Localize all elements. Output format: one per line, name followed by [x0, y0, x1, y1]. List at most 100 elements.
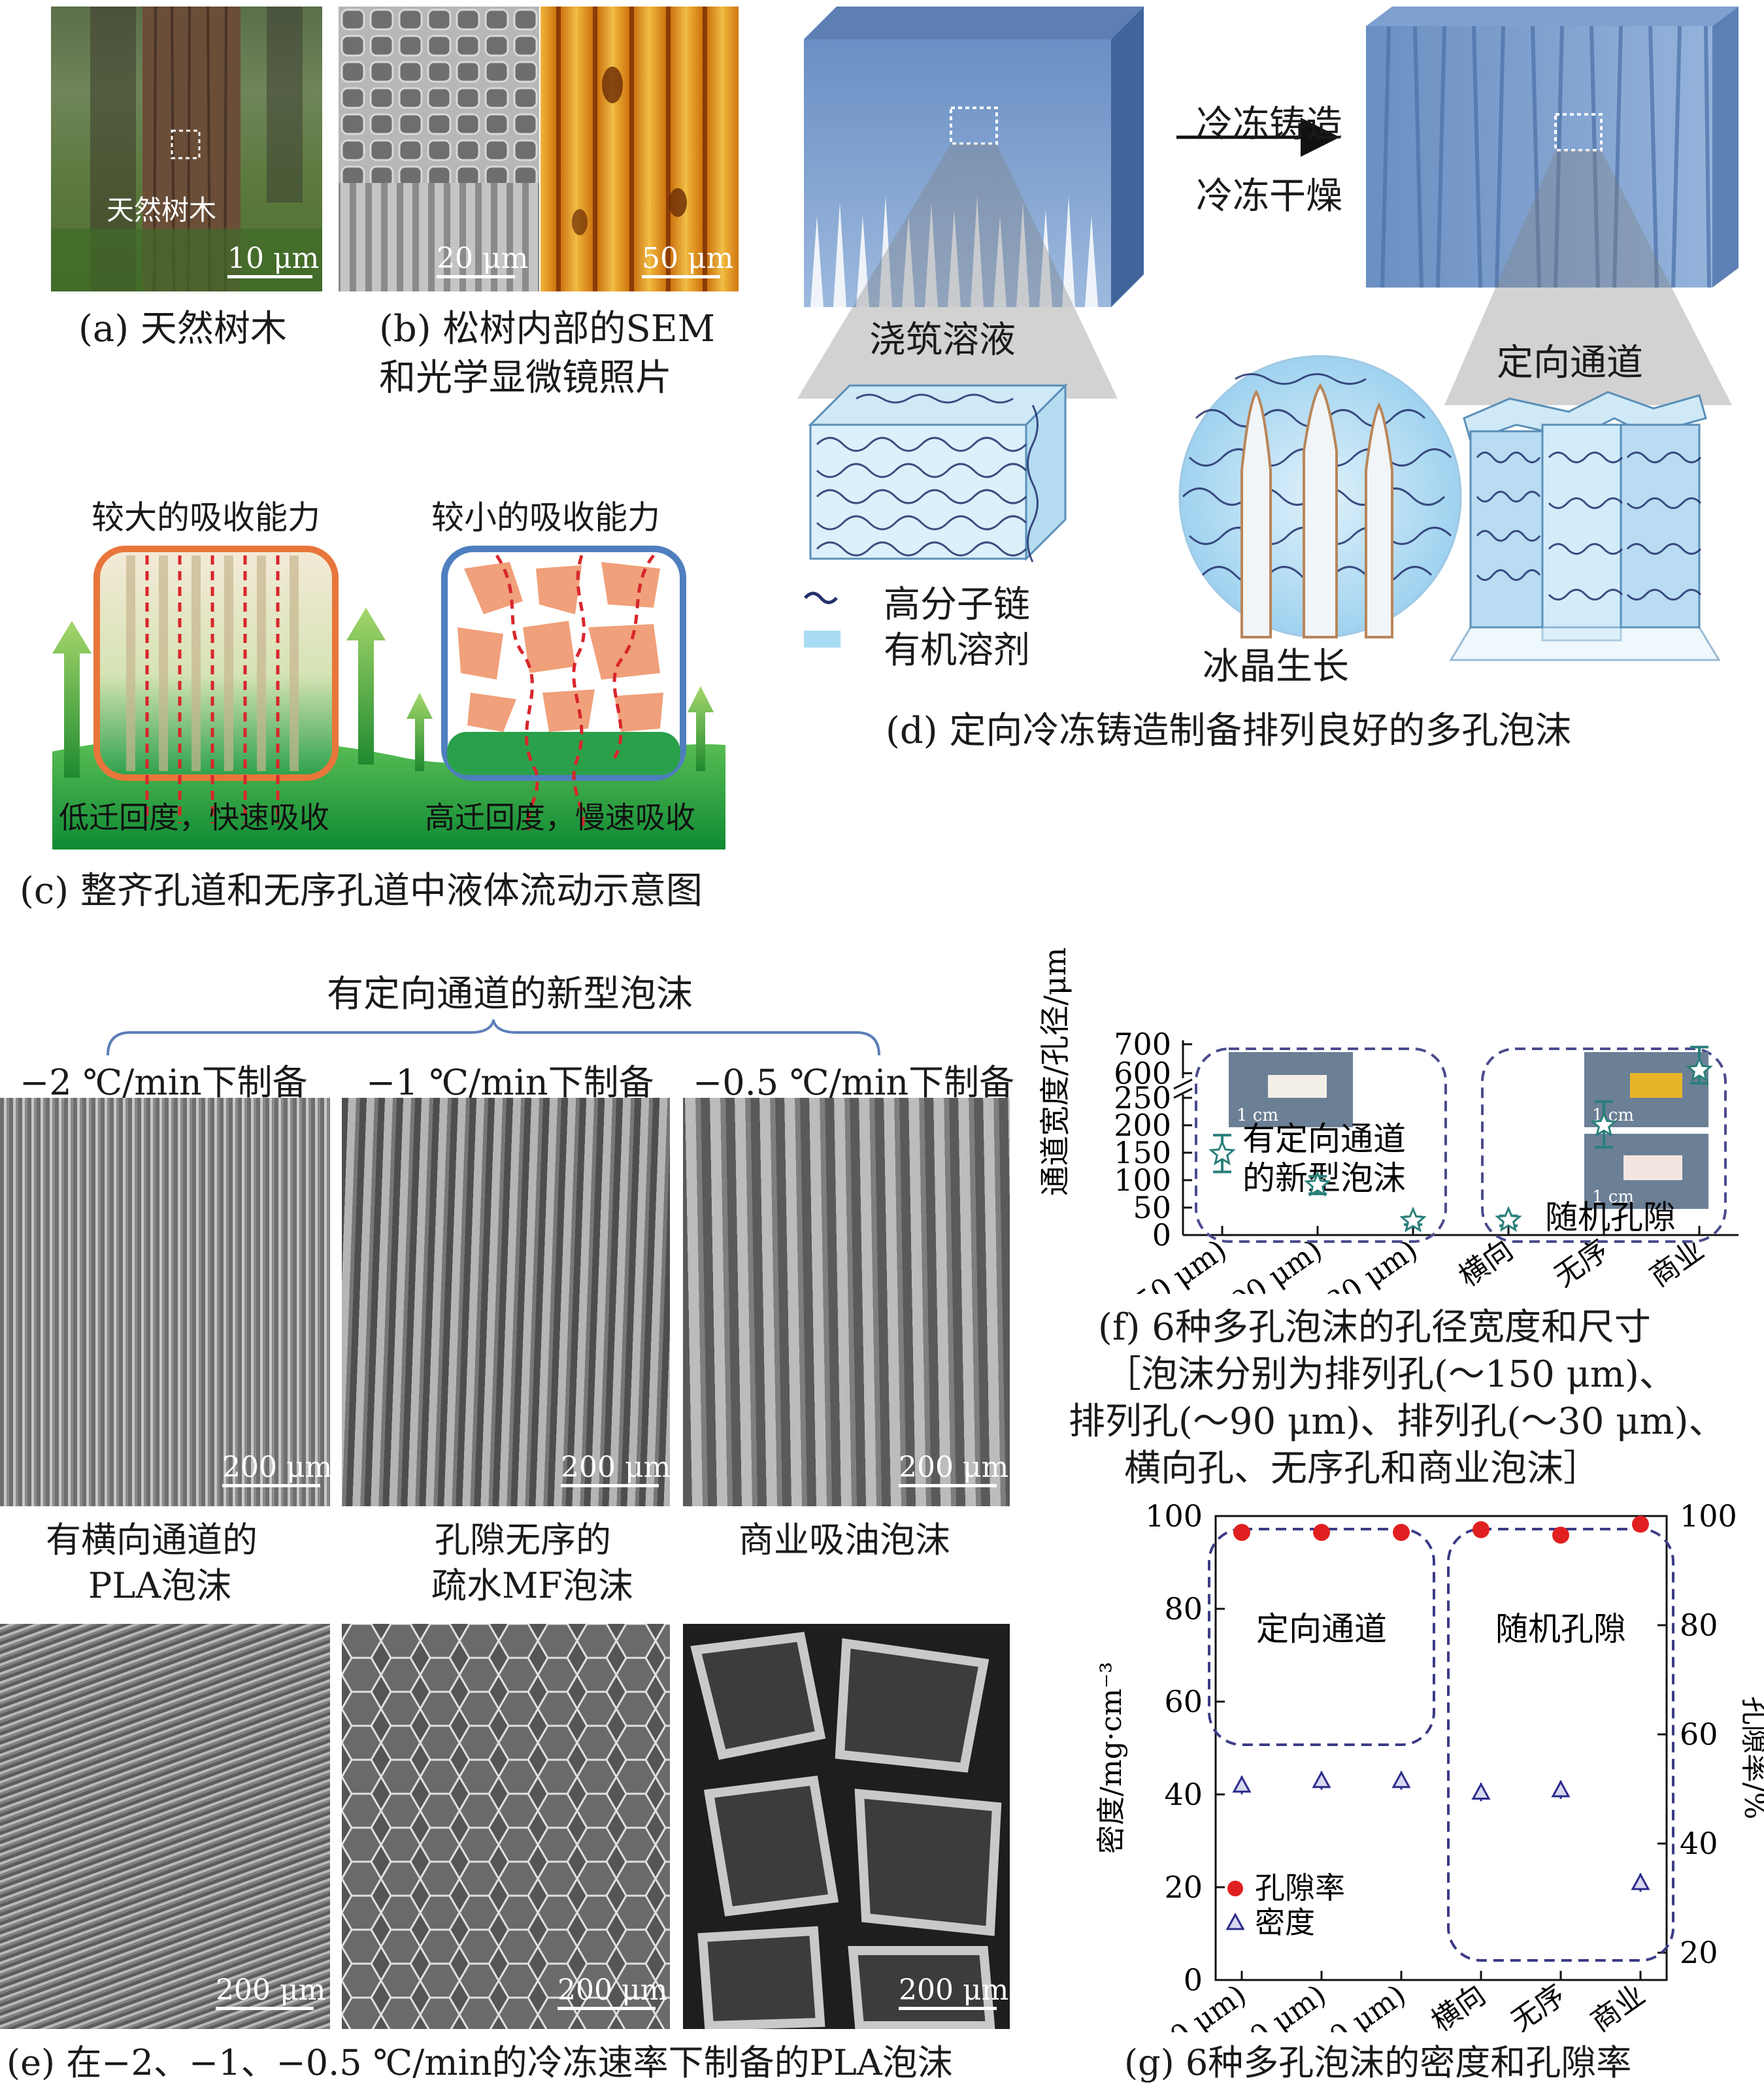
y-left-tick-label: 60: [1164, 1684, 1203, 1719]
optical-photo: 50 μm: [541, 7, 739, 291]
freeze-casting-diagram: [797, 7, 1739, 661]
sem-rate-2-scale: 200 μm: [561, 1451, 670, 1490]
legend-density-marker: [1225, 1912, 1245, 1930]
y-left-tick-label: 40: [1164, 1777, 1203, 1812]
sem-rate-3-scale-text: 200 μm: [899, 1451, 1009, 1484]
scale-bar: 10 μm: [227, 242, 319, 281]
y-left-axis-label: 密度/mg·cm⁻³: [1095, 1662, 1128, 1854]
box-right: [1447, 1528, 1674, 1962]
tree-label: 天然树木: [107, 194, 217, 226]
sem-rate-3-scale: 200 μm: [899, 1451, 1008, 1490]
caption-d: (d) 定向冷冻铸造制备排列良好的多孔泡沫: [886, 710, 1572, 752]
inset-sample-yellow: [1630, 1073, 1682, 1098]
axis-break-2: [1173, 1078, 1193, 1090]
mid-label-1b: PLA泡沫: [88, 1565, 232, 1606]
flow-diagram: [52, 546, 725, 850]
x-tick-label: 定向(～150 μm): [1035, 1233, 1233, 1294]
plot-frame: [1214, 1515, 1668, 1981]
y-axis-label: 通道宽度/孔径/μm: [1037, 948, 1073, 1196]
caption-b-line1: (b) 松树内部的SEM: [379, 308, 715, 350]
legend-polymer: 高分子链: [884, 584, 1030, 626]
box-right-label: 随机孔隙: [1545, 1198, 1676, 1236]
sem-rate-2-scale-text: 200 μm: [561, 1451, 670, 1484]
ice-label: 冰晶生长: [1203, 646, 1349, 688]
sem-scale-text: 20 μm: [437, 242, 529, 275]
y-tick-label: 0: [1152, 1217, 1171, 1253]
sem-rate-3: 200 μm: [683, 1098, 1010, 1506]
process-label-2: 冷冻干燥: [1196, 175, 1342, 218]
y-left-tick-label: 0: [1184, 1962, 1203, 1998]
inset-scale: 1 cm: [1592, 1187, 1634, 1207]
data-point-star: [1208, 1139, 1236, 1166]
pour-label: 浇筑溶液: [869, 319, 1016, 361]
process-label-1: 冷冻铸造: [1196, 103, 1342, 146]
optical-scale-text: 50 μm: [642, 242, 734, 275]
sem-photo: 20 μm: [339, 7, 539, 291]
caption-f-l4: 横向孔、无序孔和商业泡沫］: [1124, 1447, 1600, 1490]
mid-label-1a: 有横向通道的: [46, 1519, 258, 1560]
y-tick-label: 700: [1114, 1027, 1171, 1062]
y-tick-label: 100: [1114, 1163, 1171, 1198]
y-right-tick-label: 40: [1680, 1826, 1718, 1861]
mid-label-2a: 孔隙无序的: [435, 1519, 611, 1560]
x-tick-label: 无序: [1505, 1978, 1571, 2032]
sem-mf-scale-text: 200 μm: [557, 1973, 668, 2007]
sem-commercial-scale: 200 μm: [899, 1973, 1008, 2013]
porosity-point: [1473, 1521, 1489, 1538]
mf-network: [342, 1624, 670, 2029]
y-left-tick-label: 100: [1145, 1498, 1203, 1534]
x-tick-label: 商业: [1585, 1978, 1651, 2032]
pore-size-chart: 050100150200250600700定向(～150 μm)定向(～90 μ…: [1035, 948, 1739, 1294]
porosity-point: [1552, 1526, 1569, 1544]
sem-pla-scale: 200 μm: [216, 1973, 325, 2013]
density-point: [1391, 1770, 1411, 1789]
density-point: [1471, 1782, 1491, 1800]
tree-photo: 天然树木 10 μm: [51, 7, 322, 291]
y-left-tick-label: 20: [1164, 1870, 1203, 1905]
rate-label-2: −1 ℃/min下制备: [366, 1062, 654, 1103]
inset-sample-pink: [1623, 1155, 1682, 1180]
y-right-tick-label: 60: [1680, 1717, 1718, 1752]
caption-b-line2: 和光学显微镜照片: [379, 357, 672, 399]
data-point-star: [1590, 1111, 1618, 1137]
mid-label-2b: 疏水MF泡沫: [431, 1565, 633, 1606]
legend-density-label: 密度: [1255, 1905, 1315, 1940]
density-point: [1631, 1872, 1650, 1890]
porosity-point: [1313, 1524, 1330, 1542]
optical-scale-bar: 50 μm: [642, 242, 733, 281]
density-point: [1312, 1770, 1331, 1789]
left-title: 较大的吸收能力: [92, 499, 320, 536]
channel-label: 定向通道: [1497, 342, 1643, 384]
porosity-point: [1632, 1515, 1649, 1533]
x-tick-label: 横向: [1425, 1978, 1491, 2032]
legend-porosity-marker: [1227, 1881, 1243, 1896]
sem-cells: [339, 7, 539, 291]
caption-g: (g) 6种多孔泡沫的密度和孔隙率: [1124, 2042, 1632, 2083]
left-bottom-label: 低迁回度，快速吸收: [59, 800, 329, 835]
scale-bar-text: 10 μm: [227, 242, 320, 275]
rate-label-3: −0.5 ℃/min下制备: [693, 1062, 1015, 1103]
caption-a: (a) 天然树木: [78, 308, 287, 350]
box-right: [1481, 1048, 1727, 1243]
porosity-point: [1393, 1524, 1410, 1542]
sem-rate-1: 200 μm: [0, 1098, 330, 1506]
y-right-tick-label: 100: [1680, 1498, 1737, 1534]
sem-commercial-foam: 200 μm: [683, 1624, 1010, 2029]
commercial-network: [690, 1632, 1002, 2029]
sem-rate-1-scale: 200 μm: [222, 1451, 330, 1490]
y-tick-label: 50: [1133, 1190, 1171, 1225]
data-point-star: [1495, 1206, 1522, 1232]
y-right-tick-label: 20: [1680, 1935, 1718, 1970]
y-right-axis-label: 孔隙率/%: [1738, 1696, 1764, 1820]
y-tick-label: 250: [1114, 1080, 1171, 1115]
box-left: [1208, 1528, 1435, 1746]
right-title: 较小的吸收能力: [431, 499, 660, 536]
caption-f-l2: ［泡沫分别为排列孔(～150 μm)、: [1105, 1353, 1676, 1396]
sem-pla-transverse: 200 μm: [0, 1624, 330, 2029]
sem-mf-scale: 200 μm: [557, 1973, 667, 2013]
box-left-label: 有定向通道: [1242, 1120, 1406, 1158]
sem-pla-scale-text: 200 μm: [216, 1973, 326, 2007]
right-bottom-label: 高迁回度，慢速吸收: [425, 800, 695, 835]
x-tick-label: 横向: [1453, 1233, 1519, 1293]
caption-f-l3: 排列孔(～90 μm)、排列孔(～30 μm)、: [1069, 1400, 1725, 1443]
